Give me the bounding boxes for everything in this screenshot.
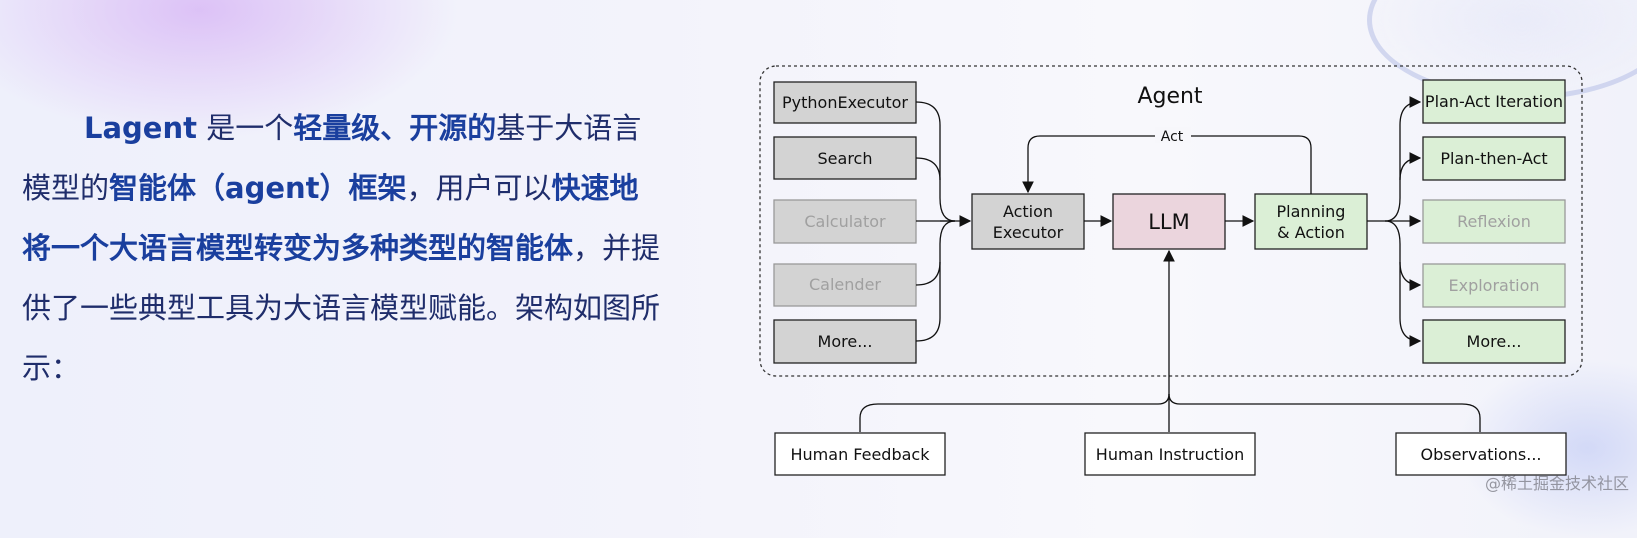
planning-action-line2: & Action — [1277, 223, 1345, 242]
intro-quickly-convert: 快速地将一个大语言模型转变为多种类型的智能体 — [22, 171, 639, 265]
connector-to-plan-act-iteration — [1384, 96, 1422, 222]
connector-human-feedback — [859, 393, 1170, 432]
tool-box-python-executor — [773, 81, 917, 124]
agent-title: Agent — [1137, 84, 1202, 109]
tool-label-more: More... — [818, 332, 873, 351]
connector-to-exploration — [1399, 261, 1422, 291]
strategy-label-plan-act-iteration: Plan-Act Iteration — [1425, 92, 1563, 111]
act-label: Act — [1161, 129, 1184, 145]
strategy-box-plan-act-iteration — [1422, 79, 1566, 124]
connector-python-executor — [915, 101, 956, 222]
connector-to-plan-then-act — [1399, 152, 1422, 181]
input-label-human-feedback: Human Feedback — [791, 445, 931, 464]
intro-text-1: 是一个 — [196, 111, 294, 145]
intro-agent-framework: 智能体（agent）框架 — [109, 171, 407, 205]
strategy-label-reflexion: Reflexion — [1457, 212, 1531, 231]
strategy-box-plan-then-act — [1422, 136, 1566, 181]
connector-to-more-strategies — [1384, 220, 1422, 347]
connector-calender — [915, 261, 941, 286]
strategy-label-exploration: Exploration — [1449, 276, 1540, 295]
input-box-human-feedback — [774, 432, 946, 476]
background-glow-left — [0, 0, 460, 140]
connector-search — [915, 157, 941, 181]
intro-lightweight: 轻量级、开源的 — [293, 111, 497, 145]
llm-box — [1112, 193, 1226, 250]
connector-observations — [1168, 393, 1481, 432]
tool-box-more — [773, 319, 917, 364]
action-executor-line1: Action — [1003, 202, 1053, 221]
connector-more — [915, 220, 956, 342]
intro-text-3: ，用户可以 — [406, 171, 552, 205]
strategy-box-more — [1422, 319, 1566, 364]
agent-architecture-diagram: Agent PythonExecutor Search Calculator C… — [759, 65, 1583, 476]
action-executor-line2: Executor — [993, 223, 1064, 242]
strategy-box-reflexion — [1422, 199, 1566, 244]
intro-text-4: ，并提供了一些典型工具为大语言模型赋能。架构如图所示： — [22, 231, 661, 385]
watermark: @稀土掘金技术社区 — [1484, 474, 1629, 493]
tool-label-calender: Calender — [809, 275, 881, 294]
tool-label-calculator: Calculator — [804, 212, 886, 231]
tool-box-search — [773, 136, 917, 180]
tool-label-python-executor: PythonExecutor — [782, 93, 908, 112]
input-label-human-instruction: Human Instruction — [1096, 445, 1244, 464]
intro-paragraph: Lagent 是一个轻量级、开源的基于大语言模型的智能体（agent）框架，用户… — [22, 98, 662, 398]
intro-lagent: Lagent — [84, 111, 197, 145]
planning-action-line1: Planning — [1277, 202, 1346, 221]
agent-boundary — [759, 65, 1583, 377]
tool-box-calender — [773, 263, 917, 307]
strategy-box-exploration — [1422, 263, 1566, 308]
strategy-label-plan-then-act: Plan-then-Act — [1440, 149, 1547, 168]
input-box-observations — [1395, 432, 1567, 476]
llm-label: LLM — [1148, 210, 1190, 234]
tool-label-search: Search — [818, 149, 873, 168]
input-label-observations: Observations... — [1420, 445, 1541, 464]
act-label-bg — [1155, 127, 1191, 143]
intro-text-2: 基于大语言模型的 — [22, 111, 642, 205]
tool-box-calculator — [773, 199, 917, 244]
strategy-label-more: More... — [1467, 332, 1522, 351]
input-box-human-instruction — [1084, 432, 1256, 476]
action-executor-box — [971, 193, 1085, 250]
